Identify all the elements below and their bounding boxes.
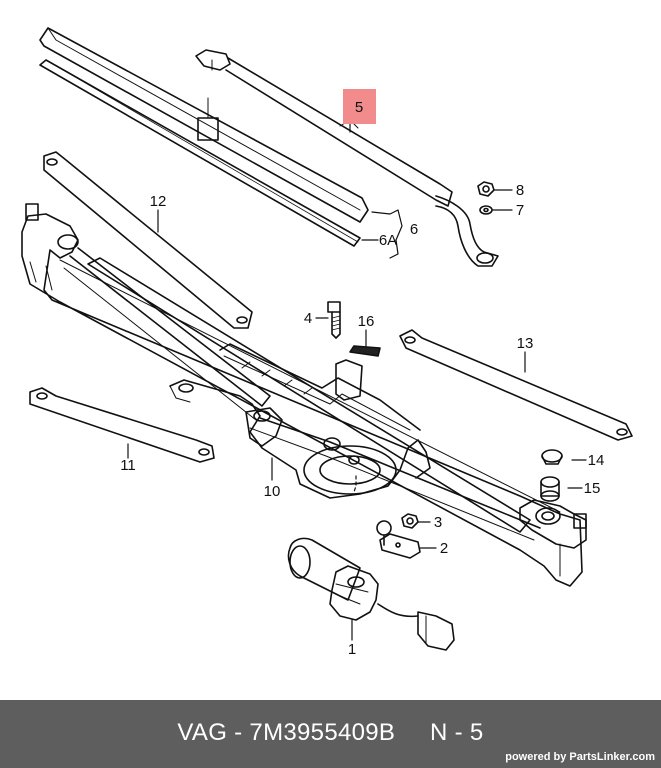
callout-11: 11 bbox=[120, 457, 136, 474]
part-number-label: VAG - 7M3955409B N - 5 bbox=[177, 719, 484, 746]
callout-2: 2 bbox=[440, 540, 448, 557]
nut-8 bbox=[477, 181, 495, 197]
leader-lines bbox=[127, 123, 587, 641]
callout-8: 8 bbox=[516, 182, 524, 199]
wiper-motor bbox=[287, 537, 455, 651]
callout-7: 7 bbox=[516, 202, 524, 219]
crank-arms bbox=[63, 247, 541, 541]
callout-3: 3 bbox=[434, 514, 442, 531]
callout-14: 14 bbox=[588, 452, 605, 469]
footer-bar: VAG - 7M3955409B N - 5 powered by PartsL… bbox=[0, 700, 661, 768]
callout-6a: 6A bbox=[379, 232, 397, 249]
pad-16 bbox=[349, 345, 381, 357]
callout-5: 5 bbox=[355, 99, 363, 116]
wiper-arm bbox=[195, 49, 499, 267]
powered-by-credit[interactable]: powered by PartsLinker.com bbox=[505, 751, 655, 763]
callout-13: 13 bbox=[517, 335, 534, 352]
linkage-rod-12 bbox=[43, 151, 253, 329]
nut-3 bbox=[401, 513, 419, 529]
highlight-box bbox=[343, 89, 376, 124]
linkage-rod-11 bbox=[29, 387, 215, 463]
ball-joint bbox=[376, 520, 392, 546]
callout-12: 12 bbox=[150, 193, 167, 210]
callout-4: 4 bbox=[304, 310, 312, 327]
bracket-2 bbox=[379, 533, 421, 559]
callout-6: 6 bbox=[410, 221, 418, 238]
callout-16: 16 bbox=[358, 313, 375, 330]
bolt-4 bbox=[327, 301, 341, 339]
callout-1: 1 bbox=[348, 641, 356, 658]
bushing-15 bbox=[540, 476, 560, 502]
linkage-rod-13 bbox=[399, 329, 633, 441]
callout-labels: 5 8 7 6 6A 12 4 16 13 11 10 14 15 3 2 1 bbox=[120, 99, 604, 658]
callout-15: 15 bbox=[584, 480, 601, 497]
bushing-14 bbox=[541, 449, 563, 465]
wiper-linkage-diagram: 5 8 7 6 6A 12 4 16 13 11 10 14 15 3 2 1 bbox=[21, 27, 633, 658]
washer-7 bbox=[479, 205, 493, 215]
wiper-blade bbox=[39, 27, 369, 247]
callout-10: 10 bbox=[264, 483, 281, 500]
